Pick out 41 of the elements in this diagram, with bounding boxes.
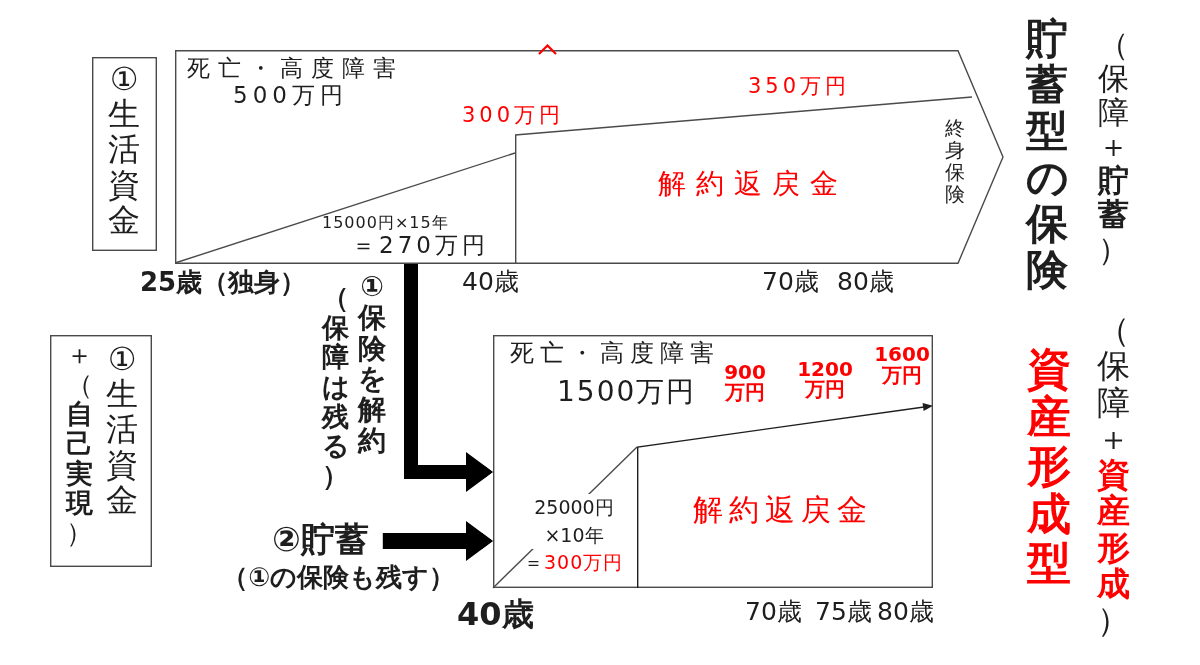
age-label: 75歳 bbox=[815, 598, 872, 627]
age-label: 70歳 bbox=[762, 268, 819, 297]
coverage-heading: 死亡・高度障害 bbox=[510, 340, 720, 368]
age-label: 80歳 bbox=[877, 598, 934, 627]
age-label: 80歳 bbox=[837, 268, 894, 297]
amount-label: 1200万円 bbox=[796, 359, 854, 400]
vertical-text: 終身保険 bbox=[945, 117, 965, 205]
amount-label: 350万円 bbox=[748, 74, 851, 99]
region-label: 解約返戻金 bbox=[658, 168, 848, 201]
policy-box bbox=[493, 335, 933, 588]
note-text: （保障は残る） bbox=[322, 283, 349, 491]
amount-label: 1500万円 bbox=[557, 376, 697, 409]
age-label: 40歳 bbox=[462, 268, 519, 297]
arrow-shaped-box bbox=[175, 50, 1004, 264]
vertical-label-box bbox=[50, 335, 152, 567]
subheading-text: （保障＋貯蓄） bbox=[1098, 27, 1129, 266]
heading-text: 資産形成型 bbox=[1027, 345, 1071, 587]
edge-label: ①保険を解約 bbox=[358, 272, 386, 457]
surrender-value-region bbox=[637, 405, 933, 588]
subheading-text: （保障＋資産形成） bbox=[1097, 312, 1130, 639]
node-label: ②貯蓄 bbox=[272, 520, 369, 560]
heading-text: 貯蓄型の保険 bbox=[1026, 16, 1068, 294]
amount-label: 500万円 bbox=[233, 82, 348, 109]
region-label: 解約返戻金 bbox=[693, 493, 873, 528]
amount-label: 1600万円 bbox=[873, 344, 931, 386]
block-arrow bbox=[404, 264, 493, 492]
age-label: 25歳（独身） bbox=[140, 268, 307, 298]
vertical-label-box bbox=[92, 57, 157, 251]
block-arrow bbox=[382, 521, 493, 561]
age-label: 40歳 bbox=[457, 596, 534, 633]
formula-text: ＝300万円 bbox=[524, 552, 624, 574]
node-caption: （①の保険も残す） bbox=[222, 563, 455, 593]
formula-text: ＝270万円 bbox=[352, 232, 489, 259]
coverage-heading: 死亡・高度障害 bbox=[187, 55, 404, 82]
box-label: ＋（自己実現） bbox=[66, 340, 93, 548]
box-label: ①生活資金 bbox=[108, 62, 140, 238]
amount-label: 300万円 bbox=[462, 103, 565, 128]
formula-text: 15000円×15年 bbox=[322, 214, 449, 233]
box-label: ①生活資金 bbox=[106, 342, 138, 518]
amount-label: 900万円 bbox=[723, 362, 767, 403]
age-label: 70歳 bbox=[745, 598, 802, 627]
